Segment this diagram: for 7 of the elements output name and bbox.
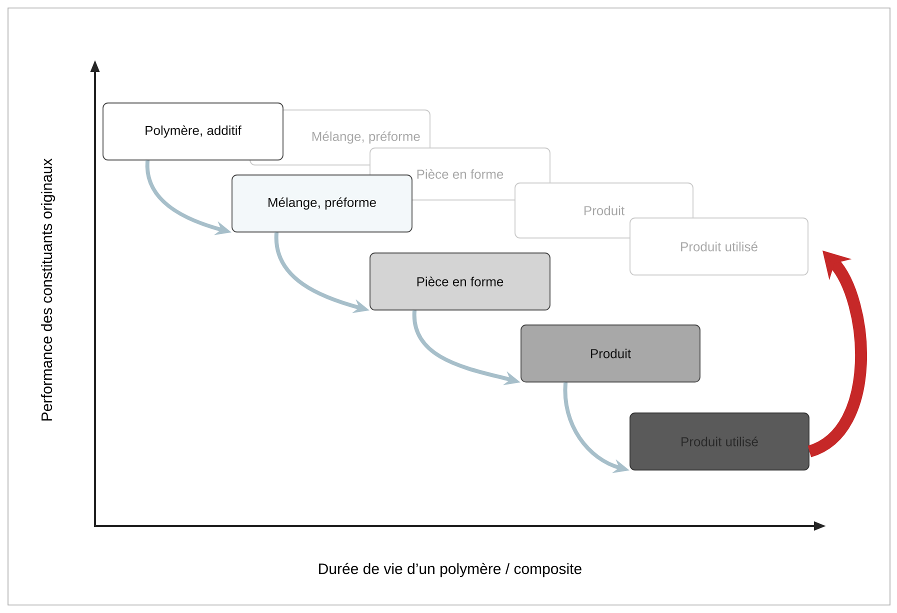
process-box: Polymère, additif — [102, 102, 284, 160]
process-box: Produit — [520, 324, 700, 382]
process-box: Mélange, préforme — [232, 174, 412, 232]
process-box: Pièce en forme — [370, 252, 550, 310]
axis-title: Performance des constituants originaux — [41, 158, 55, 420]
axis-title: Durée de vie d’un polymère / composite — [319, 562, 582, 578]
process-box: Produit utilisé — [630, 218, 808, 276]
